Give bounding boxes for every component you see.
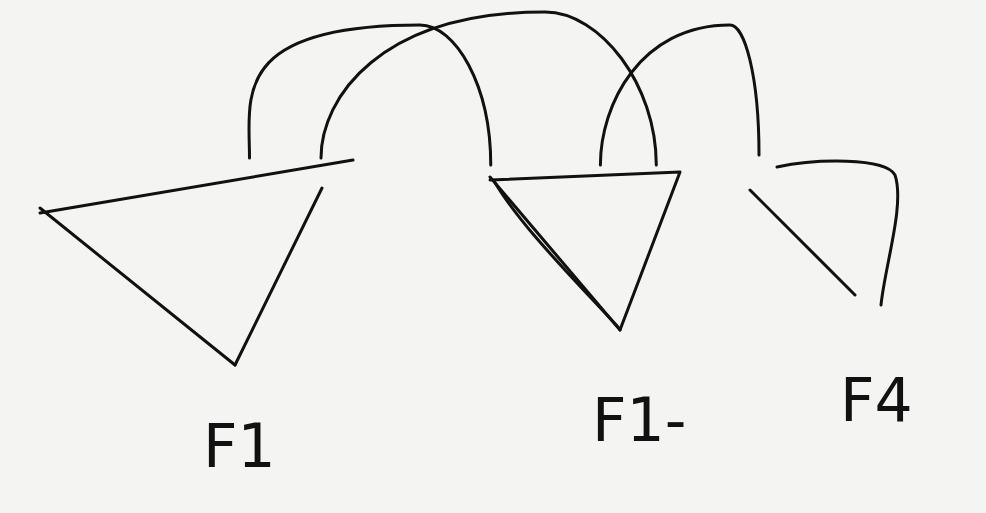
node-label: F1- — [592, 390, 686, 450]
curved-connector — [249, 25, 491, 165]
funnel-shape: F4 — [745, 155, 945, 445]
funnel-shape: F1 — [35, 158, 360, 483]
funnel-shape: F1- — [480, 165, 695, 470]
curved-connector — [600, 25, 759, 165]
triangle-outline — [35, 158, 360, 483]
node-label: F1 — [203, 416, 276, 476]
curved-connector — [321, 12, 656, 165]
node-label: F4 — [840, 370, 913, 430]
